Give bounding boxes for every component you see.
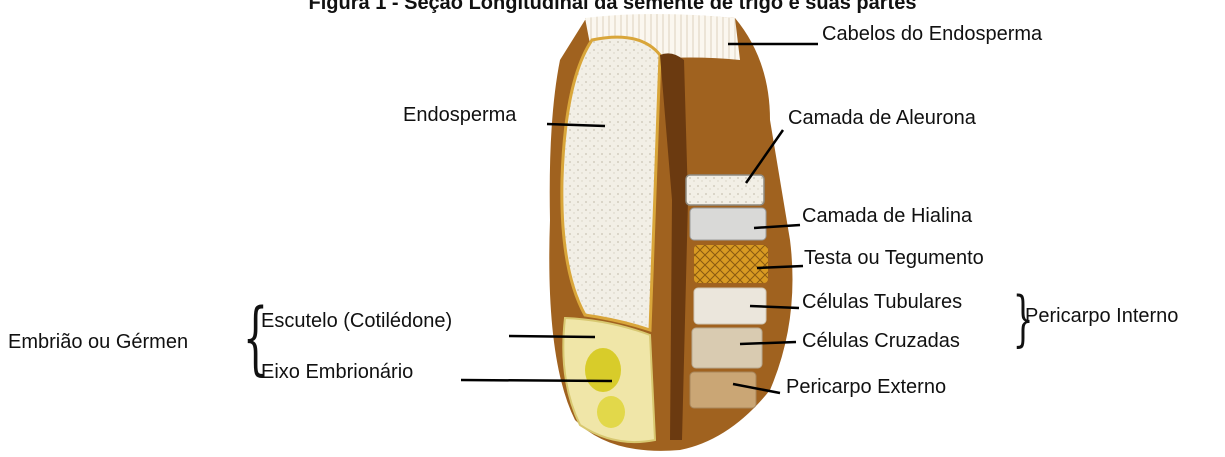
cross-cells-layer <box>692 328 762 368</box>
aleurone-layer <box>686 175 764 205</box>
germ-core <box>585 348 621 392</box>
label-cabelos-do-endosperma: Cabelos do Endosperma <box>822 23 1042 45</box>
label-camada-de-hialina: Camada de Hialina <box>802 205 972 227</box>
label-embriao-ou-germen: Embrião ou Gérmen <box>8 331 188 353</box>
label-celulas-tubulares: Células Tubulares <box>802 291 962 313</box>
label-eixo-embrionario: Eixo Embrionário <box>261 361 413 383</box>
label-endosperma: Endosperma <box>403 104 516 126</box>
endosperm-body <box>562 37 660 330</box>
hyaline-layer <box>690 208 766 240</box>
label-testa-ou-tegumento: Testa ou Tegumento <box>804 247 984 269</box>
label-camada-de-aleurona: Camada de Aleurona <box>788 107 976 129</box>
outer-pericarp-layer <box>690 372 756 408</box>
label-celulas-cruzadas: Células Cruzadas <box>802 330 960 352</box>
testa-layer <box>694 245 768 283</box>
label-pericarpo-externo: Pericarpo Externo <box>786 376 946 398</box>
label-pericarpo-interno: Pericarpo Interno <box>1025 305 1178 327</box>
label-escutelo: Escutelo (Cotilédone) <box>261 310 452 332</box>
